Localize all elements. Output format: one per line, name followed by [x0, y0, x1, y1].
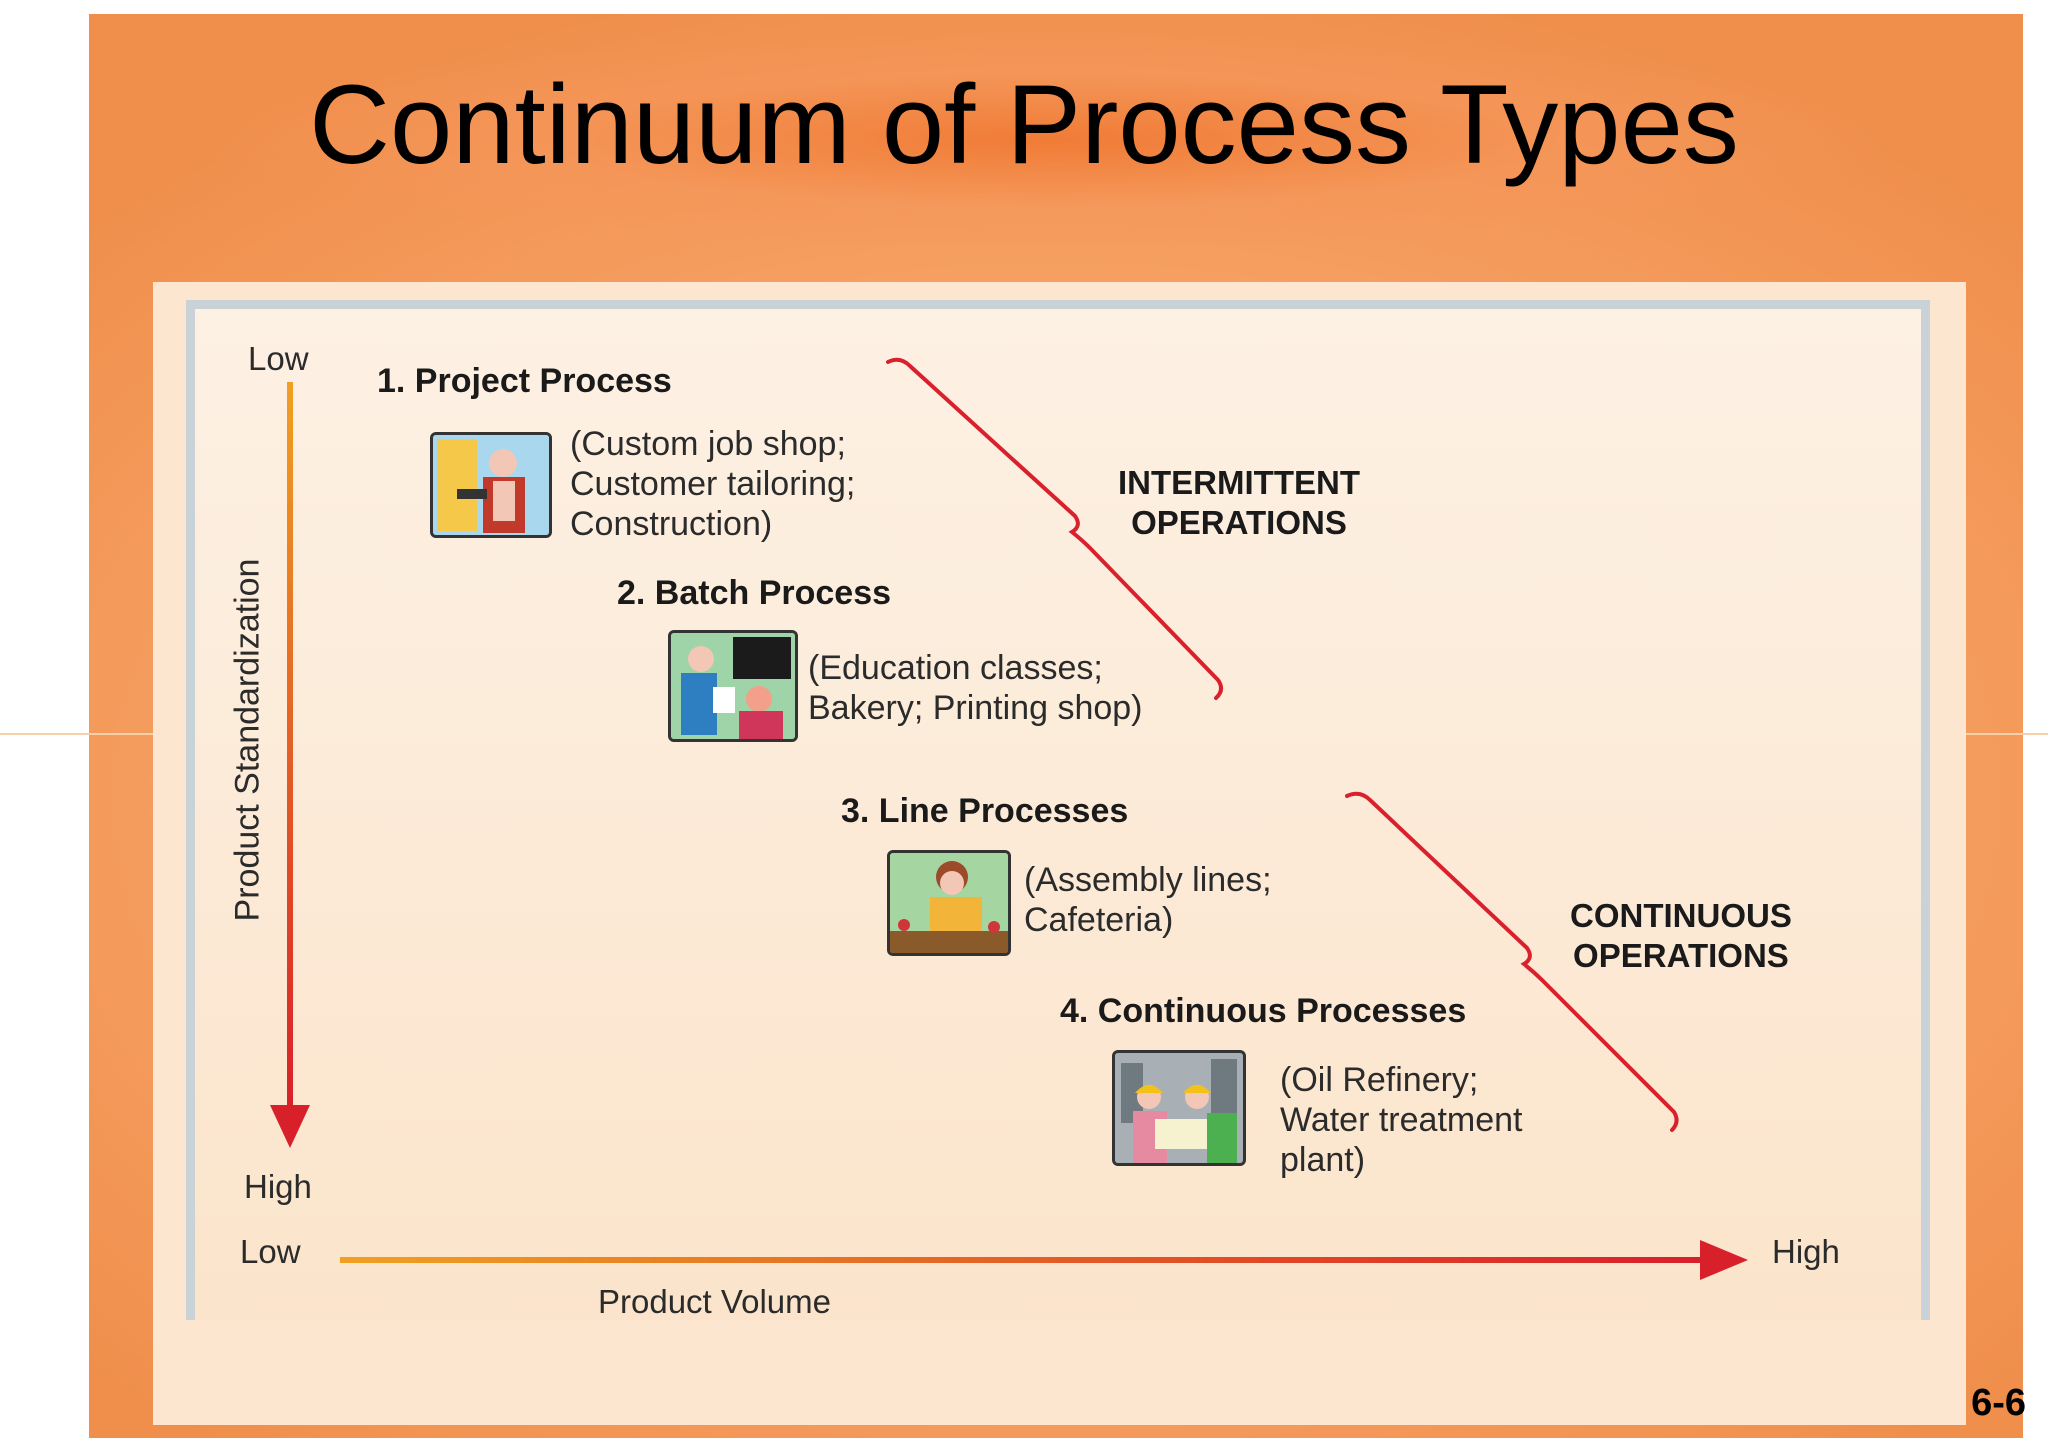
title-highlight — [200, 30, 1900, 250]
continuous-process-examples: (Oil Refinery; Water treatment plant) — [1280, 1061, 1523, 1179]
x-axis-high-label: High — [1772, 1233, 1840, 1270]
intermittent-operations-label: INTERMITTENT OPERATIONS — [1118, 464, 1360, 541]
y-axis-arrow — [270, 382, 310, 1148]
continuous-process-heading: 4. Continuous Processes — [1060, 992, 1467, 1030]
line-process-examples: (Assembly lines; Cafeteria) — [1024, 861, 1272, 939]
batch-process-examples: (Education classes; Bakery; Printing sho… — [808, 649, 1143, 727]
slide-number: 6-6 — [1971, 1382, 2026, 1424]
refinery-workers-icon — [1112, 1050, 1246, 1166]
x-axis-low-label: Low — [240, 1233, 301, 1270]
y-axis-low-label: Low — [248, 340, 309, 377]
continuous-operations-label: CONTINUOUS OPERATIONS — [1570, 897, 1792, 974]
intermittent-brace — [886, 357, 1223, 700]
line-process-heading: 3. Line Processes — [841, 792, 1129, 830]
carpenter-icon — [430, 432, 552, 538]
project-process-examples: (Custom job shop; Customer tailoring; Co… — [570, 425, 856, 543]
x-axis-title: Product Volume — [598, 1283, 831, 1320]
assembly-worker-icon — [887, 850, 1011, 956]
y-axis-title: Product Standardization — [228, 558, 267, 922]
divider-right — [1930, 733, 2048, 735]
slide-title: Continuum of Process Types — [309, 62, 1739, 187]
divider-left — [0, 733, 186, 735]
project-process-heading: 1. Project Process — [377, 362, 672, 400]
x-axis-arrow — [340, 1240, 1748, 1280]
batch-process-heading: 2. Batch Process — [617, 574, 892, 612]
classroom-icon — [668, 630, 798, 742]
y-axis-high-label: High — [244, 1168, 312, 1205]
continuous-brace — [1345, 791, 1679, 1132]
